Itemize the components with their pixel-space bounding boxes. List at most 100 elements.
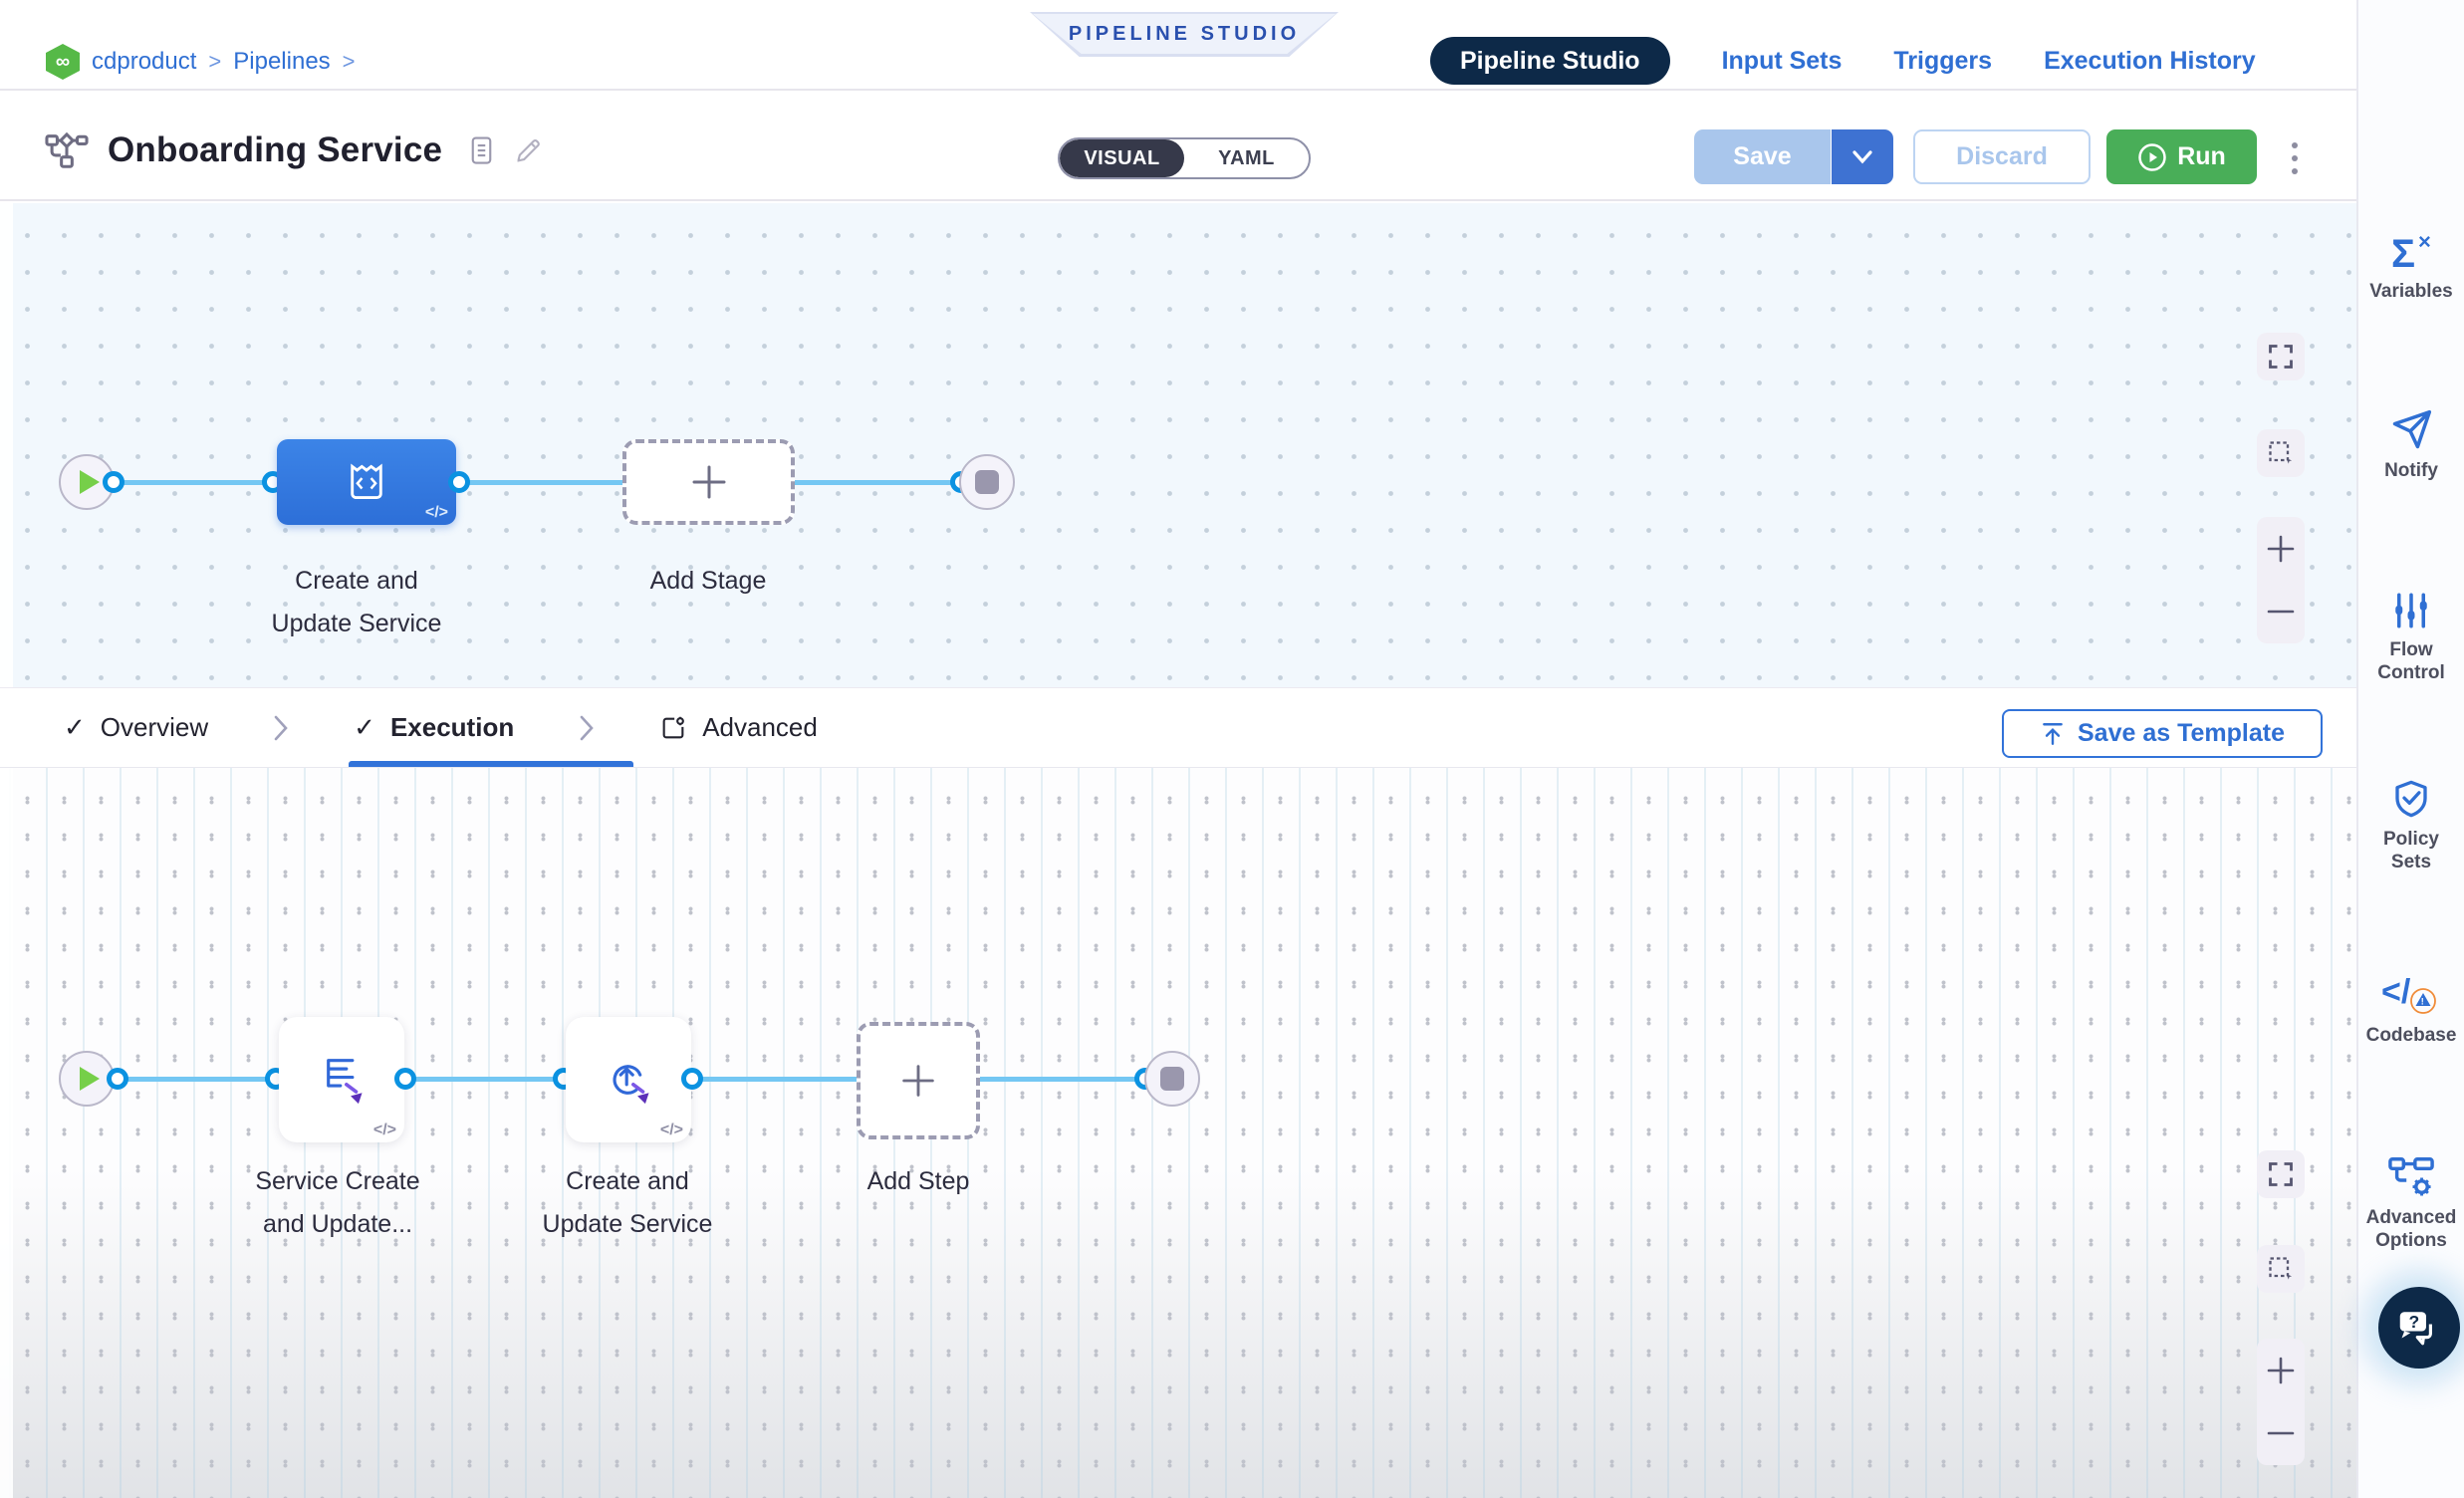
add-stage-button[interactable]	[622, 439, 795, 525]
top-nav: Pipeline Studio Input Sets Triggers Exec…	[1430, 37, 2256, 85]
titlebar: Onboarding Service	[44, 129, 543, 171]
policy-shield-check-icon	[2358, 775, 2464, 821]
code-glyph: </	[2381, 973, 2411, 1011]
plus-icon	[2267, 535, 2295, 563]
sidebar-label: Notify	[2384, 460, 2438, 481]
connector-port[interactable]	[448, 471, 470, 493]
codebase-icon: </ !	[2358, 971, 2464, 1017]
chevron-right-icon	[274, 715, 288, 741]
pipeline-studio-banner: PIPELINE STUDIO	[1030, 12, 1339, 57]
stage-create-update-service[interactable]: </>	[277, 439, 456, 525]
minus-icon	[2267, 610, 2295, 614]
chevron-down-icon	[1852, 149, 1872, 163]
execution-end-node[interactable]	[1144, 1051, 1200, 1107]
save-as-template-button[interactable]: Save as Template	[2002, 709, 2323, 758]
svg-text:Σ: Σ	[2391, 232, 2415, 273]
tab-input-sets[interactable]: Input Sets	[1721, 46, 1843, 75]
breadcrumb-pipelines-link[interactable]: Pipelines	[233, 48, 331, 75]
connector-port[interactable]	[107, 1068, 128, 1090]
sidebar-item-flow-control[interactable]: Flow Control	[2358, 586, 2464, 684]
zoom-out-button[interactable]	[2257, 581, 2305, 644]
zoom-in-button[interactable]	[2257, 517, 2305, 581]
step-code-badge: </>	[372, 1122, 396, 1138]
tab-overview[interactable]: ✓ Overview	[64, 712, 208, 743]
pipeline-end-node[interactable]	[959, 454, 1015, 510]
step-service-create-update[interactable]: </>	[279, 1017, 404, 1142]
start-play-icon	[80, 1067, 100, 1091]
sidebar-label: Advanced Options	[2365, 1207, 2457, 1251]
end-stop-icon	[1160, 1067, 1184, 1091]
add-stage-label: Add Stage	[649, 567, 767, 595]
tab-overview-label: Overview	[100, 712, 209, 742]
custom-stage-icon	[351, 463, 382, 500]
svg-text:×: ×	[2418, 229, 2431, 254]
sidebar-item-notify[interactable]: Notify	[2358, 406, 2464, 482]
plus-icon	[902, 1065, 934, 1097]
stage-label: Create and Update Service	[197, 560, 516, 645]
connector-port[interactable]	[394, 1068, 416, 1090]
sidebar-label: Policy Sets	[2383, 829, 2439, 873]
plus-icon	[2267, 1357, 2295, 1384]
check-icon: ✓	[64, 712, 86, 742]
flow-control-sliders-icon	[2358, 586, 2464, 631]
step1-label-line1: Service Create	[255, 1167, 420, 1195]
visual-yaml-toggle: VISUAL YAML	[1058, 137, 1311, 179]
discard-button[interactable]: Discard	[1913, 129, 2091, 184]
canvas-left-edge	[0, 768, 13, 1498]
banner-label: PIPELINE STUDIO	[1068, 22, 1301, 45]
connector-port[interactable]	[103, 471, 124, 493]
tab-advanced[interactable]: Advanced	[659, 712, 818, 743]
fit-screen-icon	[2269, 1162, 2293, 1186]
step-create-update-service[interactable]: </>	[566, 1017, 691, 1142]
breadcrumb-separator: >	[208, 49, 222, 74]
execution-canvas[interactable]: </> Service Create and Update... </> Cre…	[0, 768, 2356, 1498]
run-button[interactable]: Run	[2106, 129, 2257, 184]
marquee-select-icon	[2269, 441, 2293, 464]
sidebar-item-policy-sets[interactable]: Policy Sets	[2358, 775, 2464, 874]
variables-sigma-icon: Σ ×	[2358, 227, 2464, 273]
more-options-kebab-icon[interactable]	[2285, 136, 2305, 180]
stage-canvas[interactable]: </> Create and Update Service Add Stage	[0, 203, 2356, 687]
breadcrumb-project-link[interactable]: cdproduct	[92, 48, 197, 75]
toggle-yaml[interactable]: YAML	[1218, 146, 1275, 169]
run-label: Run	[2177, 142, 2226, 170]
zoom-to-fit-button[interactable]	[2257, 333, 2305, 380]
end-stop-icon	[975, 470, 999, 494]
tab-execution[interactable]: ✓ Execution	[354, 712, 514, 743]
zoom-controls	[2257, 517, 2305, 643]
sidebar-item-codebase[interactable]: </ ! Codebase	[2358, 971, 2464, 1047]
zoom-to-fit-button[interactable]	[2257, 1150, 2305, 1198]
toggle-visual[interactable]: VISUAL	[1060, 139, 1184, 177]
step1-label: Service Create and Update...	[178, 1160, 497, 1246]
add-step-button[interactable]	[857, 1022, 980, 1139]
tab-triggers[interactable]: Triggers	[1893, 46, 1993, 75]
marquee-select-button[interactable]	[2257, 1245, 2305, 1293]
execution-start-node[interactable]	[59, 1051, 115, 1107]
sidebar-label: Variables	[2369, 281, 2453, 302]
banner-body: PIPELINE STUDIO	[1033, 14, 1336, 54]
right-sidebar: Σ × Variables Notify	[2356, 0, 2464, 1498]
harness-cd-module-icon[interactable]: ∞	[46, 44, 80, 80]
stage-label-line1: Create and	[295, 567, 418, 595]
tab-pipeline-studio[interactable]: Pipeline Studio	[1430, 37, 1670, 85]
tab-execution-history[interactable]: Execution History	[2044, 46, 2256, 75]
edit-pipeline-icon[interactable]	[513, 135, 543, 165]
help-chat-button[interactable]: ?	[2378, 1287, 2460, 1369]
step2-label-line2: Update Service	[542, 1210, 713, 1238]
step2-label: Create and Update Service	[468, 1160, 787, 1246]
page-title: Onboarding Service	[108, 130, 443, 169]
save-options-caret[interactable]	[1832, 129, 1893, 184]
sidebar-item-variables[interactable]: Σ × Variables	[2358, 227, 2464, 303]
save-button[interactable]: Save	[1694, 129, 1831, 184]
zoom-in-button[interactable]	[2257, 1339, 2305, 1402]
breadcrumb: ∞ cdproduct > Pipelines >	[46, 44, 356, 80]
sidebar-item-advanced-options[interactable]: Advanced Options	[2358, 1153, 2464, 1252]
marquee-select-button[interactable]	[2257, 429, 2305, 477]
stage-config-tabbar: ✓ Overview ✓ Execution Advanced	[0, 687, 2356, 768]
update-service-step-icon	[613, 1065, 649, 1105]
pipeline-notes-icon[interactable]	[468, 135, 495, 165]
zoom-out-button[interactable]	[2257, 1402, 2305, 1466]
pipeline-icon	[44, 129, 90, 171]
connector-port[interactable]	[681, 1068, 703, 1090]
stage-connector-line	[87, 480, 987, 485]
